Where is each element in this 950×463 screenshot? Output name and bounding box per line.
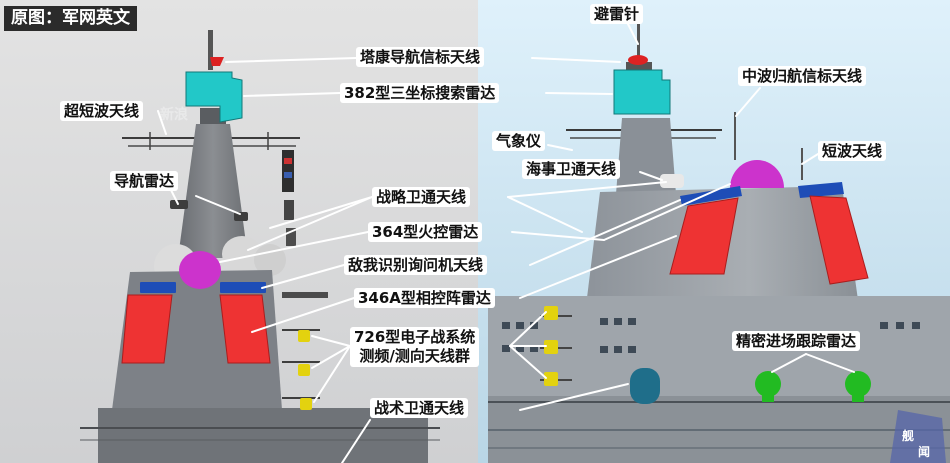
label-mf-homing: 中波归航信标天线: [738, 66, 867, 86]
label-tacan: 塔康导航信标天线: [356, 47, 485, 67]
leader-lines: [157, 23, 855, 463]
iff-antenna-right-2: [798, 182, 844, 198]
label-maritime-satcom: 海事卫通天线: [522, 159, 621, 179]
label-ew-726: 726型电子战系统 测频/测向天线群: [350, 327, 480, 367]
fire-control-radar-364-left: [179, 251, 221, 289]
svg-text:闻: 闻: [918, 445, 930, 459]
label-meteo: 气象仪: [492, 131, 546, 151]
ew-antenna-left-2: [298, 364, 310, 376]
ew-antenna-right-2: [544, 340, 558, 354]
label-precision-approach: 精密进场跟踪雷达: [732, 331, 861, 351]
iff-antenna-left-1: [140, 282, 176, 293]
right-ship-structure: [488, 20, 950, 463]
phased-array-346a-right-2: [809, 195, 869, 285]
label-strategic-satcom: 战略卫通天线: [372, 187, 471, 207]
search-radar-382-right: [613, 69, 671, 115]
label-iff: 敌我识别询问机天线: [344, 255, 488, 275]
label-tactical-satcom: 战术卫通天线: [370, 398, 469, 418]
watermark-left: 新浪: [160, 107, 188, 123]
label-vhf: 超短波天线: [60, 101, 144, 121]
ew-antenna-left-1: [298, 330, 310, 342]
label-radar-346a: 346A型相控阵雷达: [354, 288, 495, 308]
left-highlighted-equipment: [121, 57, 312, 410]
corner-logo: 舰 闻: [890, 410, 946, 463]
label-ew-726-line1: 726型电子战系统: [354, 328, 476, 346]
tacan-beacon-left: [210, 57, 224, 66]
label-hf: 短波天线: [818, 141, 887, 161]
label-radar-382: 382型三坐标搜索雷达: [340, 83, 500, 103]
source-header: 原图：军网英文: [4, 6, 137, 31]
precision-approach-radar-right-2: [845, 371, 871, 402]
phased-array-346a-left-1: [121, 294, 173, 364]
ew-antenna-right-3: [544, 372, 558, 386]
phased-array-346a-right-1: [669, 197, 739, 275]
ew-antenna-right-1: [544, 306, 558, 320]
phased-array-346a-left-2: [219, 294, 271, 364]
label-ew-726-line2: 测频/测向天线群: [359, 347, 470, 365]
iff-antenna-right-1: [680, 186, 742, 206]
label-radar-364: 364型火控雷达: [368, 222, 483, 242]
ew-antenna-left-3: [300, 398, 312, 410]
tacan-beacon-right: [628, 55, 648, 65]
svg-text:舰: 舰: [902, 428, 914, 443]
label-nav-radar: 导航雷达: [110, 171, 179, 191]
right-highlighted-equipment: [544, 55, 871, 404]
search-radar-382-left: [185, 71, 243, 123]
iff-antenna-left-2: [220, 282, 266, 293]
label-lightning-rod: 避雷针: [590, 4, 644, 24]
tactical-satcom-right: [630, 368, 660, 404]
fire-control-radar-364-right: [730, 160, 784, 188]
precision-approach-radar-right-1: [755, 371, 781, 402]
